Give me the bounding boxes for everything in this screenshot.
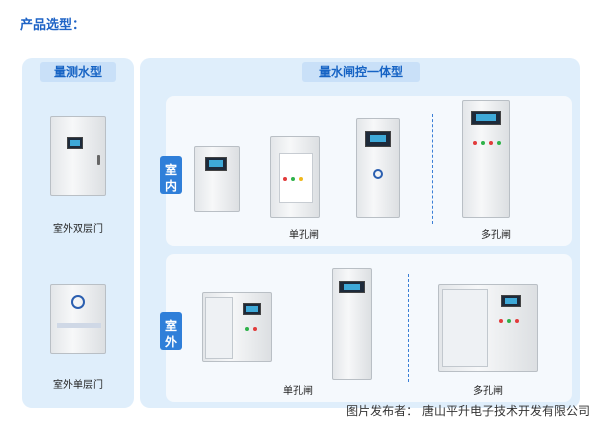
indicator-lamp-icon bbox=[299, 177, 303, 181]
indicator-lamp-icon bbox=[515, 319, 519, 323]
outdoor-row: 室外 单孔闸 多孔闸 bbox=[160, 254, 572, 402]
caption-outdoor-single-gate: 单孔闸 bbox=[283, 386, 313, 397]
outdoor-double-door-cabinet bbox=[50, 116, 106, 196]
indoor-tall-cabinet bbox=[356, 118, 400, 218]
cabinet-display-icon bbox=[501, 295, 521, 307]
indicator-lamp-icon bbox=[245, 327, 249, 331]
outdoor-kiosk-cabinet bbox=[332, 268, 372, 380]
cabinet-display-icon bbox=[339, 281, 365, 293]
caption-outdoor-multi-gate: 多孔闸 bbox=[473, 386, 503, 397]
indicator-lamp-icon bbox=[481, 141, 485, 145]
indoor-row: 室内 单孔闸 多孔闸 bbox=[160, 96, 572, 246]
logo-badge-icon bbox=[373, 169, 383, 179]
outdoor-tag-label: 室外 bbox=[164, 319, 177, 349]
indicator-lamp-icon bbox=[291, 177, 295, 181]
section-heading: 产品选型： bbox=[20, 18, 86, 33]
logo-badge-icon bbox=[71, 295, 85, 309]
indoor-multi-gate-cabinet bbox=[462, 100, 510, 218]
outdoor-tag: 室外 bbox=[160, 312, 182, 350]
integrated-type-title: 量水闸控一体型 bbox=[302, 62, 420, 82]
indicator-lamp-icon bbox=[497, 141, 501, 145]
door-handle-icon bbox=[97, 155, 100, 165]
integrated-type-panel: 量水闸控一体型 室内 单孔闸 bbox=[140, 58, 580, 408]
indicator-lamp-icon bbox=[489, 141, 493, 145]
measurement-type-panel: 量测水型 室外双层门 室外单层门 bbox=[22, 58, 134, 408]
indicator-lamp-icon bbox=[507, 319, 511, 323]
cabinet-display-icon bbox=[205, 157, 227, 171]
outdoor-single-door-cabinet bbox=[50, 284, 106, 354]
caption-outdoor-double: 室外双层门 bbox=[53, 224, 103, 235]
nameplate-strip bbox=[57, 323, 101, 328]
cabinet-display-icon bbox=[243, 303, 261, 315]
cabinet-display-icon bbox=[365, 131, 391, 147]
outdoor-multi-gate-cabinet bbox=[438, 284, 538, 372]
caption-indoor-single-gate: 单孔闸 bbox=[289, 230, 319, 241]
divider-line bbox=[432, 114, 433, 224]
indicator-lamp-icon bbox=[253, 327, 257, 331]
divider-line bbox=[408, 274, 409, 382]
outdoor-open-cabinet bbox=[202, 292, 272, 362]
cabinet-display-icon bbox=[471, 111, 501, 125]
indoor-tag: 室内 bbox=[160, 156, 182, 194]
indicator-lamp-icon bbox=[499, 319, 503, 323]
measurement-type-title: 量测水型 bbox=[40, 62, 116, 82]
indicator-lamp-icon bbox=[473, 141, 477, 145]
indoor-tag-label: 室内 bbox=[164, 163, 177, 193]
open-door-panel bbox=[442, 289, 488, 367]
image-credit: 图片发布者： 唐山平升电子技术开发有限公司 bbox=[346, 404, 590, 418]
indoor-control-cabinet bbox=[270, 136, 320, 218]
cabinet-display-icon bbox=[67, 137, 83, 149]
caption-indoor-multi-gate: 多孔闸 bbox=[481, 230, 511, 241]
indicator-lamp-icon bbox=[283, 177, 287, 181]
caption-outdoor-single: 室外单层门 bbox=[53, 380, 103, 391]
indoor-wall-cabinet bbox=[194, 146, 240, 212]
open-door-panel bbox=[205, 297, 233, 359]
